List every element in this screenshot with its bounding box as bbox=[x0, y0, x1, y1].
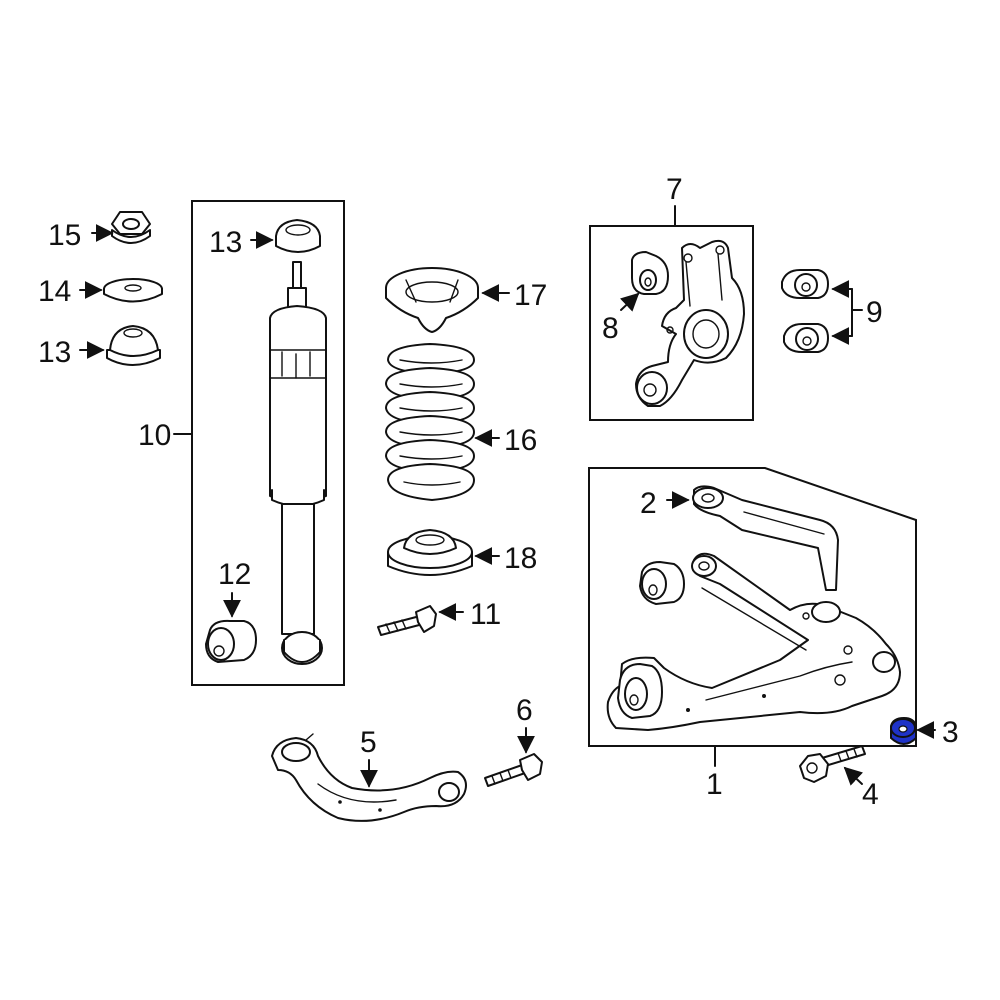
callout-6-label: 6 bbox=[516, 694, 533, 727]
callout-7: 7 bbox=[666, 173, 683, 227]
callout-13-left-label: 13 bbox=[38, 336, 71, 369]
callout-12: 12 bbox=[218, 558, 251, 618]
callout-4: 4 bbox=[843, 766, 879, 811]
callout-5: 5 bbox=[360, 726, 378, 788]
callout-13-top: 13 bbox=[209, 226, 274, 259]
knuckle-assembly-box bbox=[589, 225, 754, 421]
callout-8: 8 bbox=[602, 292, 640, 345]
callout-17-label: 17 bbox=[514, 279, 547, 312]
callout-17: 17 bbox=[481, 279, 547, 312]
callout-1-label: 1 bbox=[706, 768, 723, 801]
knuckle-bushing-part[interactable] bbox=[631, 251, 669, 295]
trailing-arm-part[interactable] bbox=[271, 733, 467, 822]
callout-15: 15 bbox=[48, 219, 114, 252]
lower-bushing-part[interactable] bbox=[205, 619, 257, 663]
top-bushing-part[interactable] bbox=[275, 219, 321, 253]
bushing-lower-part[interactable] bbox=[783, 323, 829, 353]
bushing-upper-part[interactable] bbox=[781, 269, 829, 299]
callout-5-label: 5 bbox=[360, 726, 377, 759]
control-arm-bolt-part[interactable] bbox=[799, 745, 866, 783]
washer-part[interactable] bbox=[103, 278, 163, 303]
shock-absorber-assembly-box bbox=[191, 200, 345, 686]
callout-1: 1 bbox=[706, 745, 723, 801]
arm-bushing-part[interactable] bbox=[639, 561, 685, 605]
callout-9: 9 bbox=[831, 280, 883, 345]
shock-bolt-part[interactable] bbox=[377, 605, 437, 636]
callout-7-label: 7 bbox=[666, 173, 683, 206]
callout-13-top-label: 13 bbox=[209, 226, 242, 259]
upper-spring-seat-part[interactable] bbox=[385, 267, 479, 333]
lower-spring-seat-part[interactable] bbox=[387, 529, 473, 576]
shock-absorber-part[interactable] bbox=[269, 261, 327, 665]
upper-link-part[interactable] bbox=[692, 485, 839, 591]
callout-4-label: 4 bbox=[862, 778, 879, 811]
coil-spring-part[interactable] bbox=[385, 343, 475, 501]
callout-3: 3 bbox=[916, 716, 959, 749]
callout-10-label: 10 bbox=[138, 419, 171, 452]
callout-13-left: 13 bbox=[38, 336, 105, 369]
callout-2-label: 2 bbox=[640, 487, 657, 520]
upper-mount-bushing-part[interactable] bbox=[106, 325, 161, 366]
flange-nut-part[interactable] bbox=[111, 211, 151, 244]
callout-3-label: 3 bbox=[942, 716, 959, 749]
callout-16-label: 16 bbox=[504, 424, 537, 457]
callout-11-label: 11 bbox=[470, 598, 501, 631]
steering-knuckle-part[interactable] bbox=[635, 239, 745, 407]
callout-12-label: 12 bbox=[218, 558, 251, 591]
callout-18-label: 18 bbox=[504, 542, 537, 575]
callout-14: 14 bbox=[38, 275, 103, 308]
callout-6: 6 bbox=[516, 694, 535, 754]
lower-control-arm-part[interactable] bbox=[606, 552, 901, 731]
callout-10: 10 bbox=[138, 419, 193, 452]
callout-9-label: 9 bbox=[866, 296, 883, 329]
callout-15-label: 15 bbox=[48, 219, 81, 252]
highlighted-nut-part[interactable] bbox=[890, 716, 917, 745]
callout-8-label: 8 bbox=[602, 312, 619, 345]
control-arm-assembly-box bbox=[588, 467, 917, 747]
callout-11: 11 bbox=[438, 598, 501, 631]
callout-18: 18 bbox=[474, 542, 537, 575]
callout-14-label: 14 bbox=[38, 275, 71, 308]
callout-16: 16 bbox=[474, 424, 537, 457]
callout-2: 2 bbox=[640, 487, 690, 520]
arm-bolt-part[interactable] bbox=[484, 753, 543, 787]
